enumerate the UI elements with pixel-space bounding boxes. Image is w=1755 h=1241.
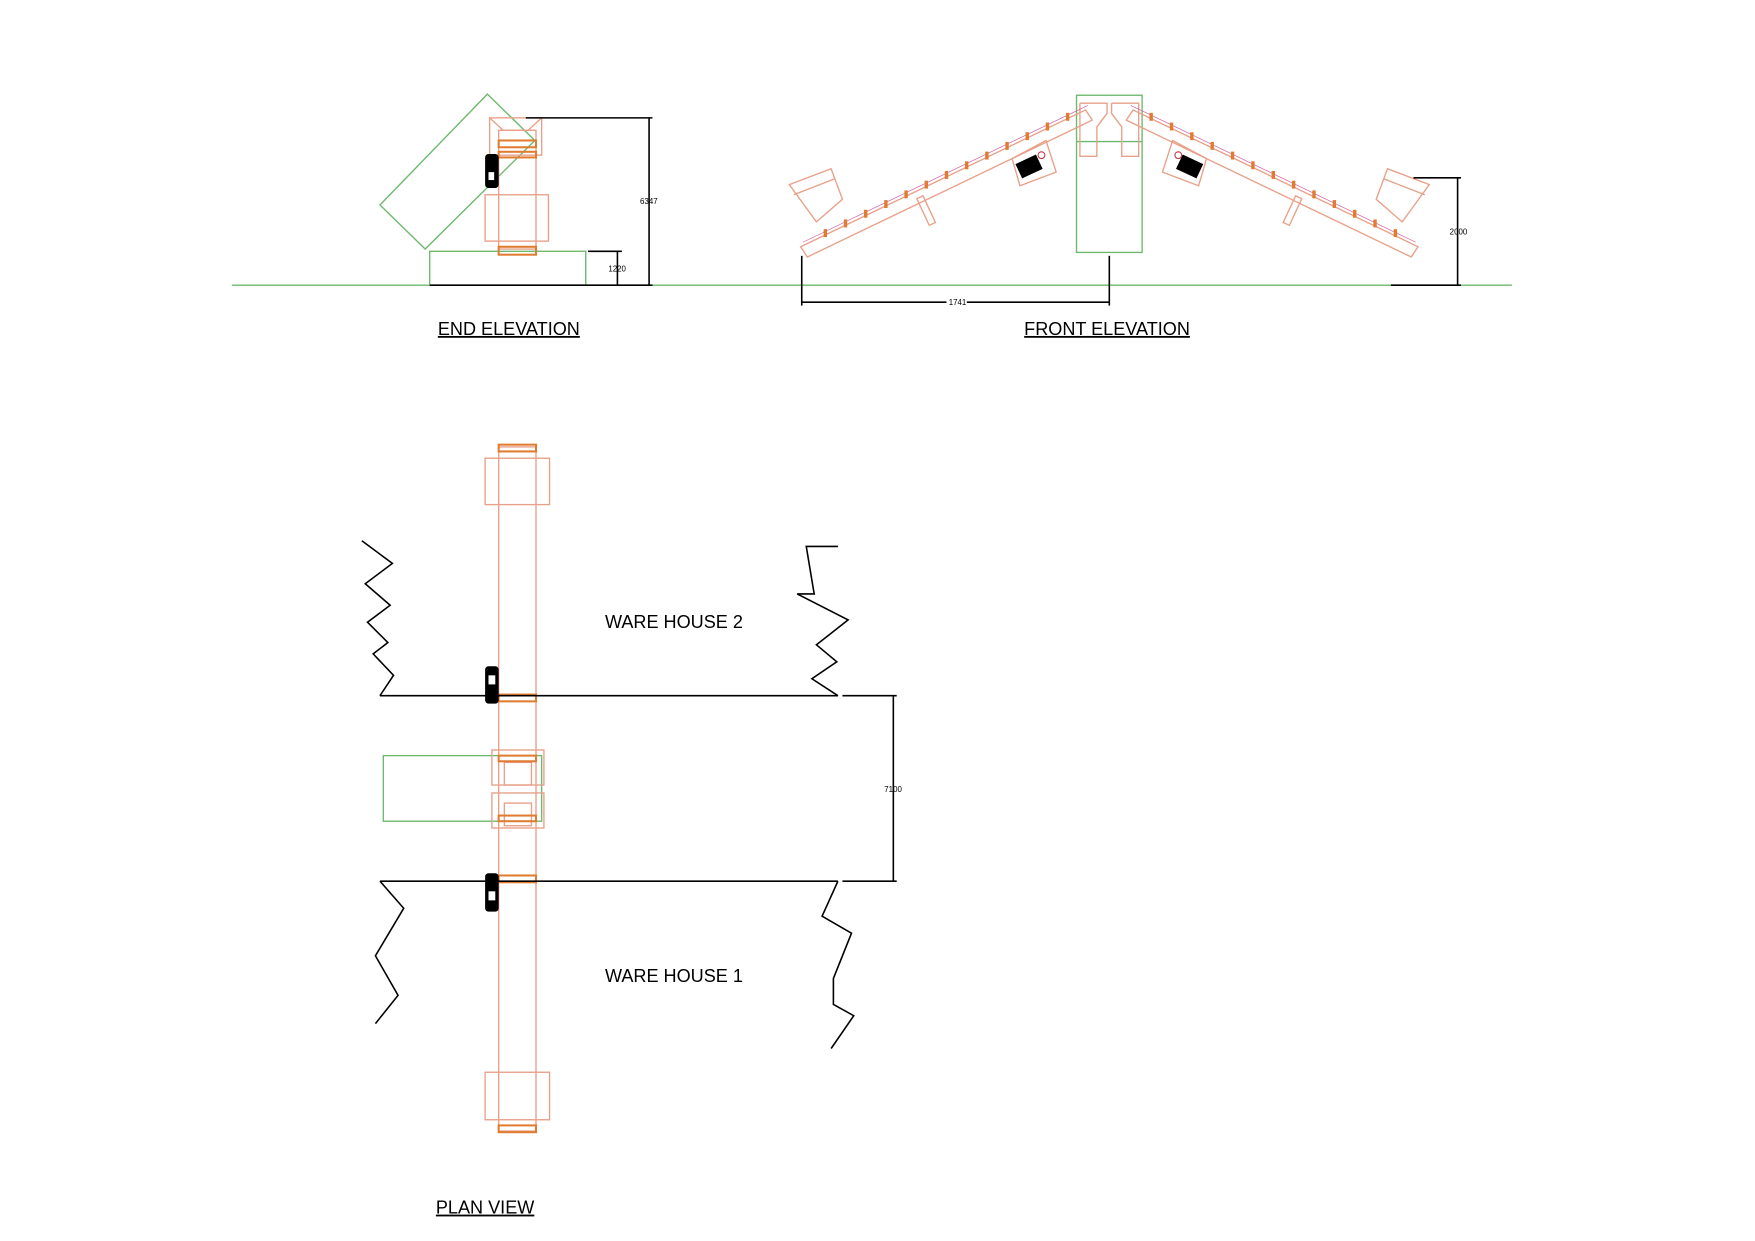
idler	[497, 1124, 538, 1134]
idler-mark	[924, 180, 928, 189]
motor-icon	[485, 154, 499, 188]
idler-mark	[1169, 122, 1174, 131]
idler-mark	[1291, 180, 1296, 189]
break-line	[821, 880, 855, 1049]
support-leg	[1282, 194, 1303, 227]
hopper-edge	[793, 178, 835, 196]
motor-icon	[485, 666, 499, 704]
drive-housing	[1011, 139, 1058, 187]
idler-mark	[1353, 209, 1357, 218]
idler-mark	[1025, 132, 1029, 141]
transfer-structure	[382, 754, 543, 822]
idler-mark	[1230, 151, 1235, 160]
idler-mark	[1251, 161, 1255, 170]
dim-7100: 7100	[884, 785, 902, 794]
motor-detail	[488, 891, 496, 901]
dim-1741: 1741	[949, 298, 967, 307]
hopper-inner	[503, 761, 533, 786]
plan-view: 7100 WARE HOUSE 2 WARE HOUSE 1	[361, 443, 902, 1134]
idler-mark	[1005, 141, 1009, 150]
idler-mark	[944, 171, 949, 179]
drive-motor-icon	[1015, 154, 1043, 179]
dim-mask	[946, 297, 967, 307]
idler-mark	[985, 151, 989, 160]
hopper-inner	[503, 802, 533, 827]
idler	[497, 150, 538, 159]
plan-conveyor	[498, 446, 537, 1132]
drive-pulley	[1037, 151, 1046, 160]
idler-mark	[1312, 190, 1316, 199]
drive-motor-icon	[1176, 154, 1204, 179]
break-line	[361, 540, 395, 697]
dim-2000: 2000	[1450, 227, 1468, 236]
idler	[497, 443, 538, 453]
drive-pulley	[1174, 151, 1183, 160]
idler-mark	[1393, 229, 1398, 238]
idler	[497, 139, 538, 149]
right-feed-hopper	[1375, 167, 1431, 223]
idler-mark	[1149, 112, 1153, 121]
idler-mark	[1373, 219, 1377, 228]
idler-mark	[1045, 122, 1050, 131]
top-hopper	[488, 117, 543, 156]
dim-1220: 1220	[608, 265, 626, 274]
left-feed-hopper	[788, 167, 844, 223]
hopper-edge	[489, 117, 543, 131]
idler	[497, 245, 538, 256]
idler-mark	[904, 190, 908, 199]
idler-mark	[1271, 171, 1275, 179]
right-conveyor	[1125, 109, 1420, 258]
conveyor-body	[498, 129, 537, 250]
idler-mark	[1210, 141, 1214, 150]
plan-box-top	[484, 457, 551, 506]
motor-detail	[488, 172, 495, 181]
front-elevation: 1741 2000	[788, 94, 1468, 307]
right-idlers	[1149, 112, 1398, 238]
front-elevation-title: FRONT ELEVATION	[1024, 319, 1190, 339]
end-elevation: 6347 1220	[378, 93, 658, 287]
idler-mark	[864, 209, 868, 218]
warehouse-1-label: WARE HOUSE 1	[605, 966, 743, 986]
dim-6347: 6347	[640, 197, 658, 206]
idler-mark	[1065, 112, 1070, 121]
motor-detail	[488, 675, 496, 685]
break-line	[374, 880, 405, 1025]
idler	[497, 754, 538, 763]
idler-mark	[884, 200, 888, 209]
base-structure	[429, 250, 587, 286]
drive-housing	[1161, 139, 1208, 187]
idler-mark	[1190, 132, 1194, 141]
tilted-frame	[378, 93, 536, 250]
left-idlers	[823, 112, 1070, 238]
left-conveyor	[799, 109, 1094, 258]
warehouse-2-label: WARE HOUSE 2	[605, 612, 743, 632]
idler-mark	[823, 229, 828, 238]
plan-box-bottom	[484, 1071, 551, 1121]
idler-mark	[964, 161, 969, 170]
support-leg	[915, 194, 937, 227]
idler-mark	[843, 219, 848, 228]
hopper-edge	[1383, 178, 1426, 196]
plan-view-title: PLAN VIEW	[436, 1198, 534, 1218]
chute-right	[1110, 102, 1140, 157]
transfer-tower	[1075, 94, 1143, 254]
chute-left	[1079, 102, 1108, 157]
plan-hopper	[491, 792, 545, 829]
end-elevation-title: END ELEVATION	[438, 319, 580, 339]
break-line	[796, 545, 850, 697]
lower-box	[484, 194, 550, 242]
idler-mark	[1332, 200, 1337, 209]
idler	[497, 814, 538, 823]
